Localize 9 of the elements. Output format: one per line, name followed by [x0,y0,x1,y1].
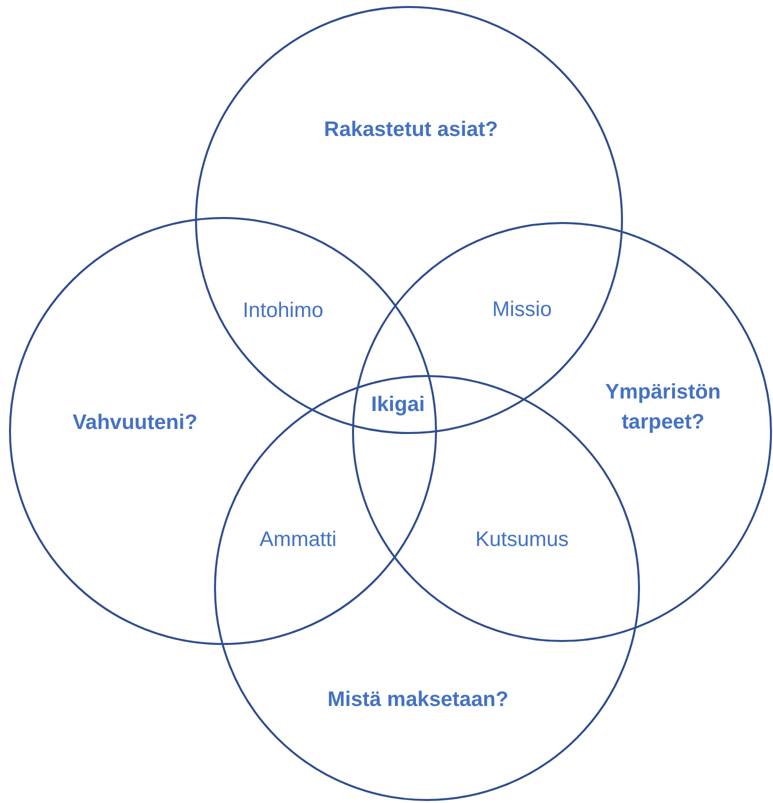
overlap-label: Ammatti [260,528,336,552]
circle-label: Mistä maksetaan? [326,686,510,713]
overlap-label: Missio [492,298,552,322]
circle-label: Rakastetut asiat? [323,116,499,143]
circle-label: Vahvuuteni? [72,410,198,436]
overlap-label: Kutsumus [475,528,569,552]
center-label: Ikigai [371,393,425,417]
circle-label: Ympäristön tarpeet? [604,380,722,436]
overlap-label: Intohimo [242,299,324,323]
